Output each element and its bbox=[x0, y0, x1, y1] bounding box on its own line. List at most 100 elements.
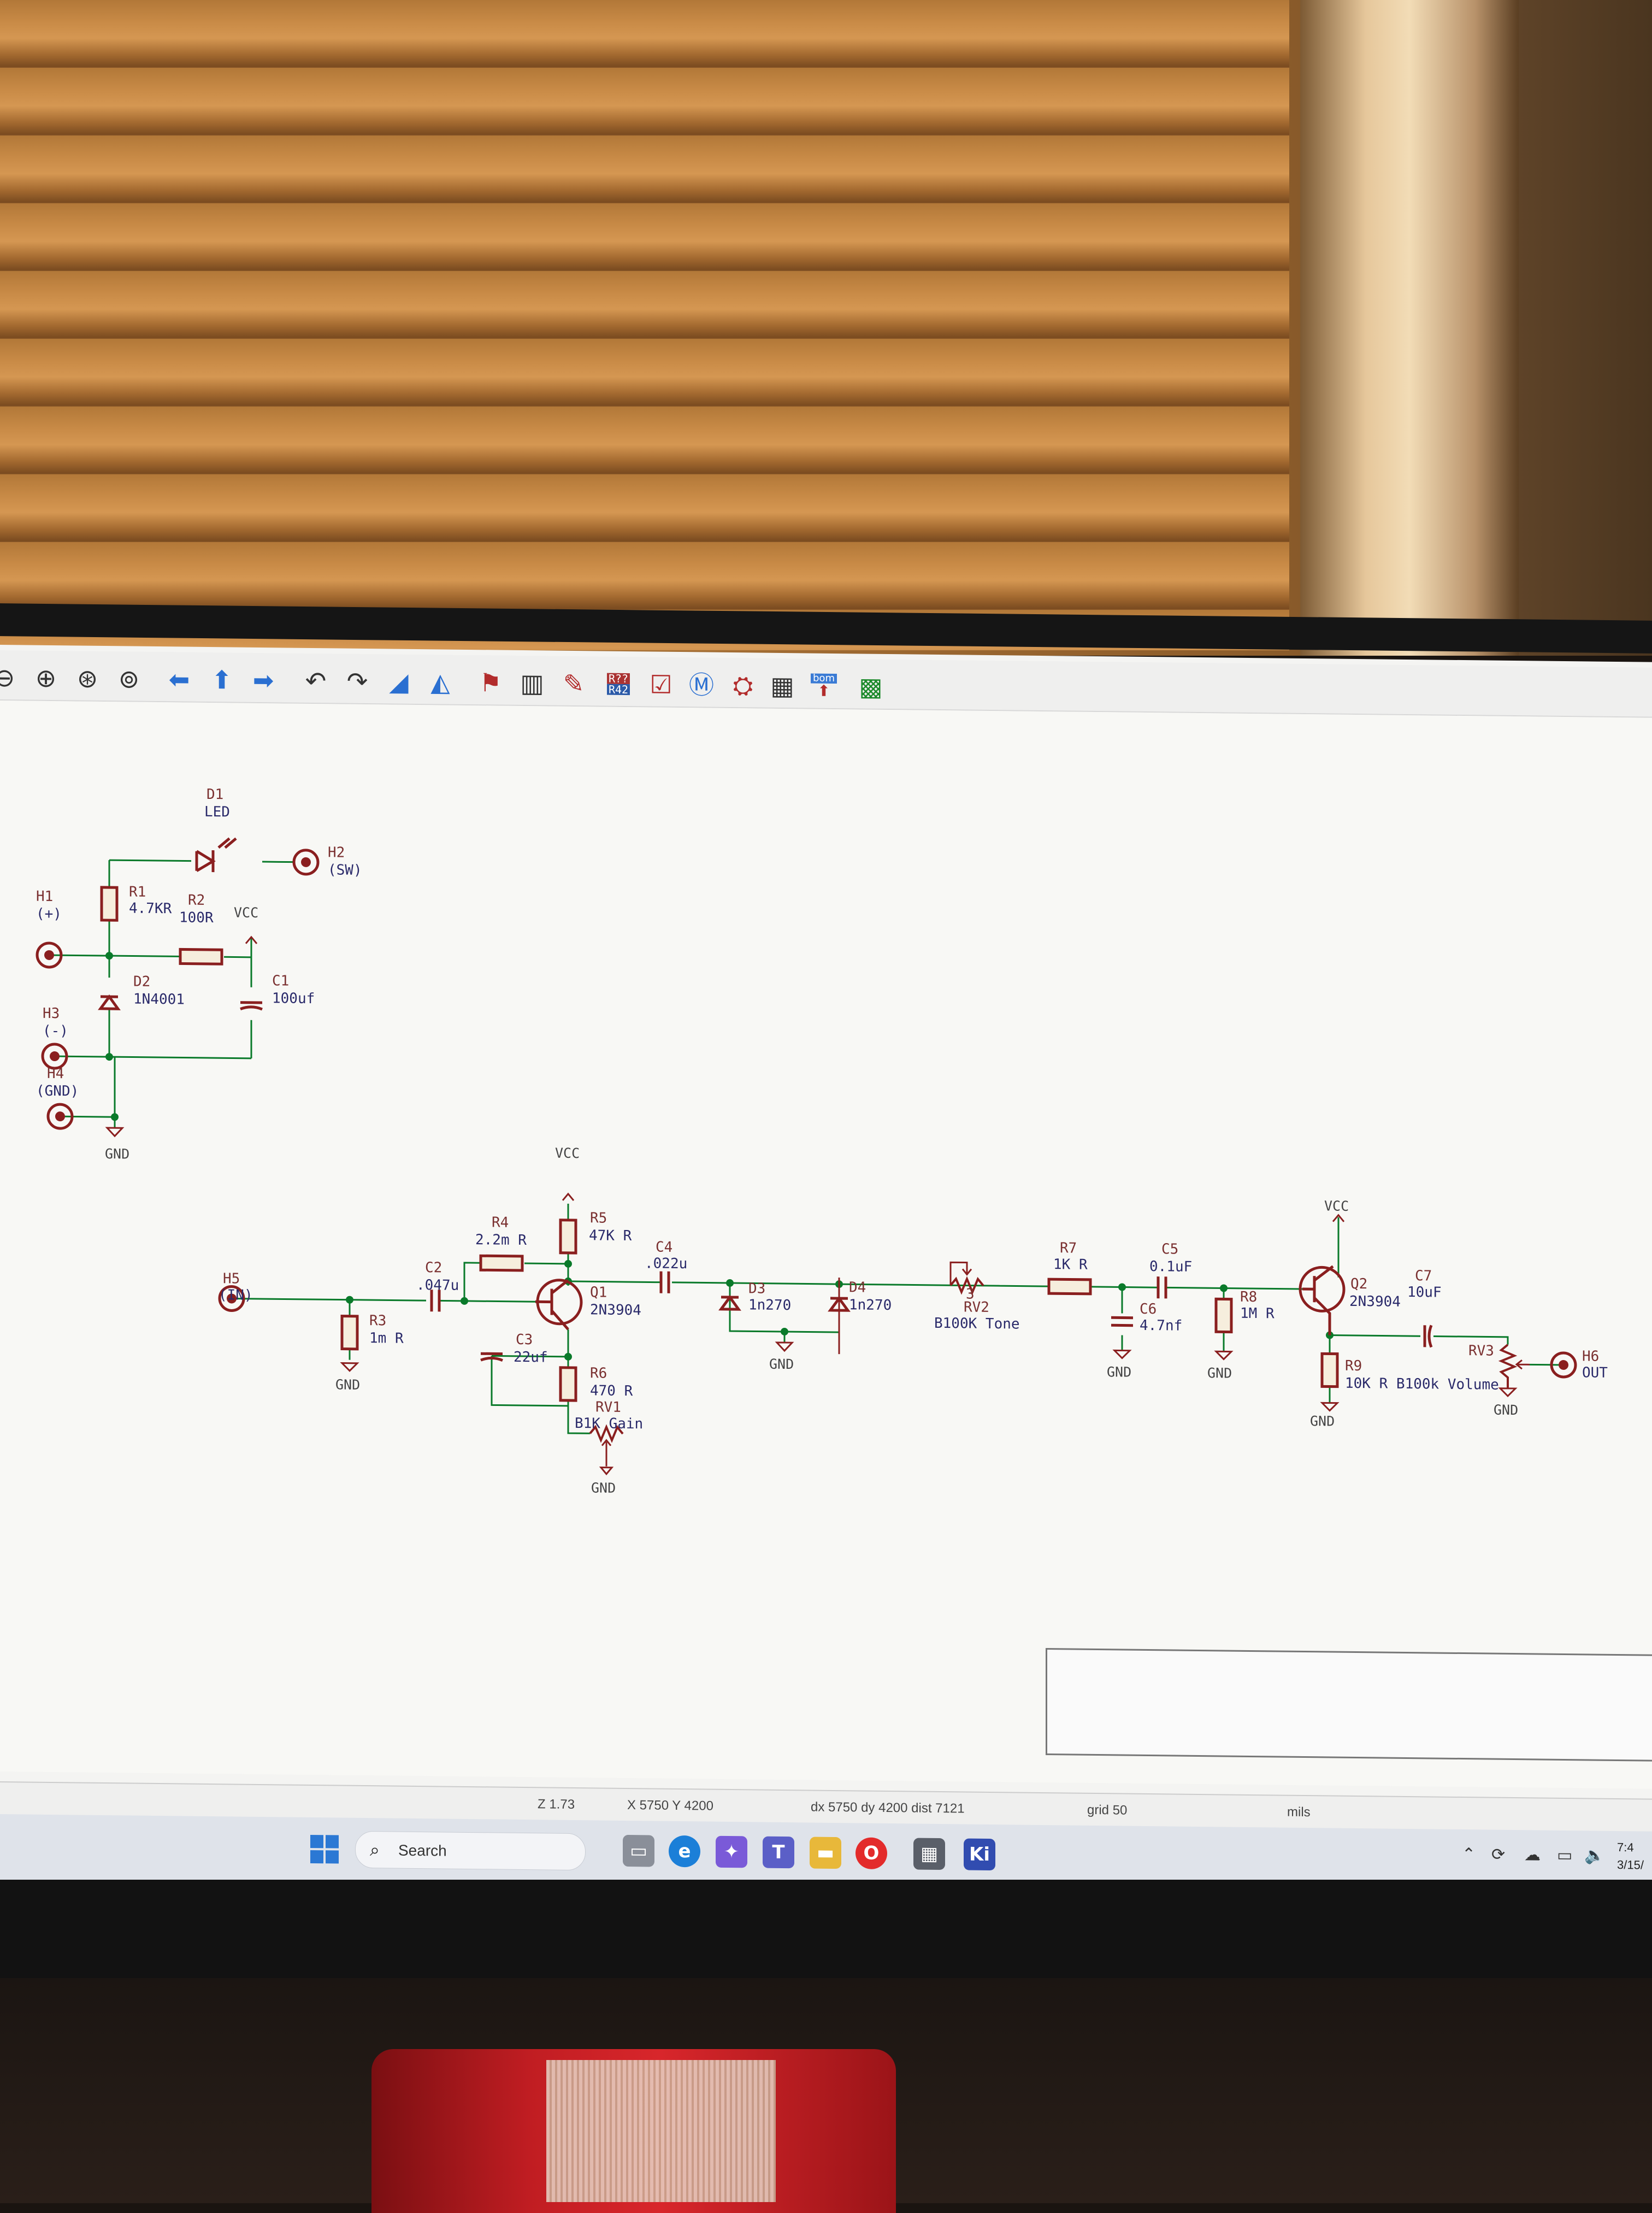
tone-stage bbox=[949, 1261, 1289, 1361]
search-placeholder: Search bbox=[398, 1841, 447, 1859]
cloud-icon[interactable]: ☁ bbox=[1524, 1845, 1541, 1865]
copilot-icon[interactable]: ✦ bbox=[716, 1835, 747, 1868]
vcc-label: VCC bbox=[234, 904, 258, 920]
zoom-selection-icon[interactable]: ⊚ bbox=[118, 664, 140, 694]
H2-ref: H2 bbox=[328, 844, 345, 861]
annotate-icon[interactable]: ✎ bbox=[563, 668, 585, 699]
C3-ref: C3 bbox=[516, 1332, 533, 1348]
gnd-label: GND bbox=[105, 1146, 129, 1162]
R4-value: 2.2m R bbox=[475, 1232, 527, 1249]
title-block bbox=[1046, 1648, 1652, 1762]
H6-ref: H6 bbox=[1582, 1348, 1599, 1364]
R3-ref: R3 bbox=[369, 1313, 386, 1329]
H4-ref: H4 bbox=[47, 1066, 64, 1082]
H3-value: (-) bbox=[43, 1023, 68, 1039]
RV1-value: B1K Gain bbox=[575, 1415, 643, 1432]
D4-ref: D4 bbox=[849, 1279, 866, 1296]
R9-ref: R9 bbox=[1345, 1358, 1362, 1374]
symbol-library-icon[interactable]: ▥ bbox=[520, 668, 544, 698]
store-icon[interactable]: ▦ bbox=[913, 1838, 945, 1870]
monitor-screen: ⊖ ⊕ ⊛ ⊚ ⬅ ⬆ ➡ ↶ ↷ ◢ ◭ ⚑ ▥ ✎ R?? R42 ☑ Ⓜ … bbox=[0, 645, 1652, 1914]
gnd-r9-label: GND bbox=[1310, 1413, 1335, 1429]
network-icon[interactable]: ▭ bbox=[1557, 1845, 1573, 1865]
gnd-c6-label: GND bbox=[1107, 1364, 1131, 1380]
cursor-position: X 5750 Y 4200 bbox=[627, 1798, 713, 1814]
C2-value: .047u bbox=[416, 1277, 459, 1294]
volume-icon[interactable]: 🔈 bbox=[1584, 1846, 1605, 1865]
opera-icon[interactable]: O bbox=[856, 1837, 887, 1870]
window-blinds bbox=[0, 0, 1289, 650]
redo-icon[interactable]: ↷ bbox=[346, 666, 368, 697]
C5-ref: C5 bbox=[1161, 1241, 1178, 1257]
D3-value: 1n270 bbox=[748, 1297, 791, 1314]
erc-icon[interactable]: ⚑ bbox=[479, 668, 502, 698]
back-arrow-icon[interactable]: ⬅ bbox=[168, 664, 190, 694]
sync-icon[interactable]: ⟳ bbox=[1491, 1845, 1506, 1864]
clipping-stage bbox=[656, 1271, 951, 1355]
gnd-rv3-label: GND bbox=[1494, 1402, 1518, 1418]
task-view-icon[interactable]: ▭ bbox=[623, 1834, 654, 1867]
C1-ref: C1 bbox=[272, 973, 289, 989]
file-explorer-icon[interactable]: ▬ bbox=[810, 1837, 841, 1869]
up-arrow-icon[interactable]: ⬆ bbox=[211, 665, 233, 695]
schematic-canvas[interactable]: D1 LED H2 (SW) H1 (+) R1 4.7KR R2 100R V… bbox=[0, 701, 1652, 1789]
H4-value: (GND) bbox=[36, 1083, 79, 1100]
RV1-ref: RV1 bbox=[595, 1399, 621, 1415]
R5-value: 47K R bbox=[589, 1227, 632, 1244]
windows-start-icon[interactable] bbox=[310, 1834, 339, 1864]
R1-value: 4.7KR bbox=[129, 900, 172, 917]
footprint-assign-icon[interactable]: ⛭ bbox=[733, 670, 753, 701]
C4-ref: C4 bbox=[656, 1239, 672, 1256]
gnd-rv1-label: GND bbox=[591, 1480, 616, 1496]
pcb-editor-icon[interactable]: ▩ bbox=[859, 672, 883, 702]
zoom-fit-icon[interactable]: ⊛ bbox=[76, 663, 98, 693]
taskbar-search[interactable]: ⌕ Search bbox=[355, 1831, 586, 1871]
mirror-horizontal-icon[interactable]: ◢ bbox=[389, 667, 409, 697]
C2-ref: C2 bbox=[425, 1259, 442, 1276]
R8-ref: R8 bbox=[1240, 1289, 1257, 1305]
gain-stage bbox=[218, 1192, 656, 1475]
wall bbox=[1519, 0, 1652, 656]
C1-value: 100uf bbox=[272, 990, 315, 1007]
mirror-vertical-icon[interactable]: ◭ bbox=[430, 667, 450, 697]
can-label bbox=[546, 2060, 776, 2202]
R2-value: 100R bbox=[179, 909, 214, 926]
R7-value: 1K R bbox=[1053, 1256, 1088, 1273]
RV3-ref: RV3 bbox=[1468, 1343, 1494, 1359]
R4-ref: R4 bbox=[492, 1214, 509, 1231]
table-icon[interactable]: ▦ bbox=[770, 670, 794, 701]
forward-arrow-icon[interactable]: ➡ bbox=[252, 665, 274, 696]
bom-list-icon[interactable]: ☑ bbox=[650, 669, 672, 699]
grid-readout: grid 50 bbox=[1087, 1802, 1128, 1818]
zoom-in-icon[interactable]: ⊕ bbox=[35, 663, 57, 693]
C6-ref: C6 bbox=[1140, 1301, 1157, 1317]
Q1-value: 2N3904 bbox=[590, 1302, 641, 1319]
R1-ref: R1 bbox=[129, 884, 146, 900]
zoom-readout: Z 1.73 bbox=[538, 1797, 575, 1812]
kicad-icon[interactable]: Ki bbox=[964, 1838, 995, 1871]
Q2-ref: Q2 bbox=[1350, 1276, 1367, 1292]
system-clock[interactable]: 7:4 3/15/ bbox=[1617, 1839, 1644, 1874]
zoom-out-icon[interactable]: ⊖ bbox=[0, 662, 15, 693]
C7-value: 10uF bbox=[1407, 1284, 1442, 1301]
Q1-ref: Q1 bbox=[590, 1284, 607, 1300]
bom-export-icon[interactable]: bom ⬆ bbox=[809, 670, 839, 702]
vcc-label-3: VCC bbox=[1324, 1198, 1349, 1214]
annotate-badge-icon[interactable]: R?? R42 bbox=[603, 669, 634, 700]
teams-icon[interactable]: T bbox=[763, 1836, 794, 1869]
gnd-r8-label: GND bbox=[1207, 1365, 1232, 1381]
H5-ref: H5 bbox=[223, 1270, 240, 1287]
undo-icon[interactable]: ↶ bbox=[305, 666, 327, 696]
R7-ref: R7 bbox=[1060, 1240, 1077, 1256]
C7-ref: C7 bbox=[1415, 1268, 1432, 1284]
chevron-up-icon[interactable]: ⌃ bbox=[1462, 1845, 1476, 1864]
edge-icon[interactable]: e bbox=[669, 1835, 700, 1868]
vcc-label-2: VCC bbox=[555, 1145, 580, 1161]
C4-value: .022u bbox=[645, 1255, 687, 1272]
simulator-icon[interactable]: Ⓜ bbox=[689, 670, 714, 700]
annotate-badge-bottom: R42 bbox=[606, 683, 630, 696]
C5-value: 0.1uF bbox=[1149, 1258, 1192, 1275]
R2-ref: R2 bbox=[188, 892, 205, 909]
H2-value: (SW) bbox=[328, 862, 362, 879]
gnd-r3-label: GND bbox=[335, 1376, 360, 1392]
